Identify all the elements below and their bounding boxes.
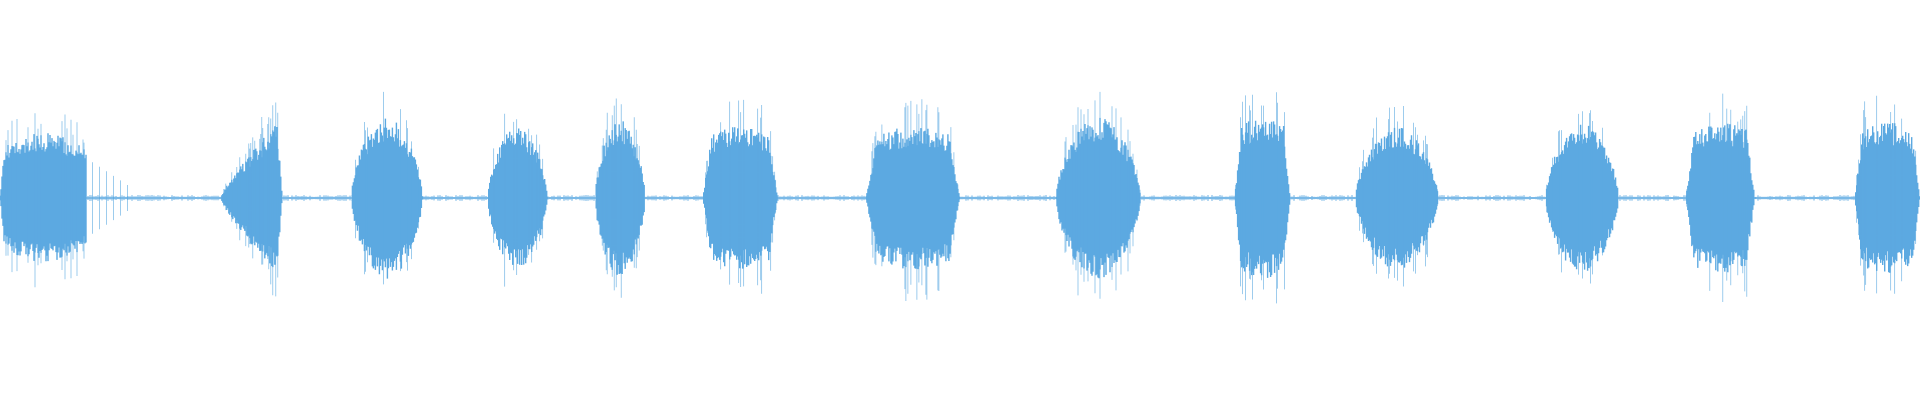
- waveform-segment-4-fringe: [493, 113, 544, 287]
- waveform-segment-3-fringe: [355, 91, 419, 285]
- waveform-segment-1-fringe: [5, 113, 128, 288]
- waveform-segment-8-fringe: [1064, 91, 1141, 299]
- waveform-segment-7-fringe: [871, 99, 959, 301]
- waveform-segment-13-fringe: [1856, 95, 1917, 294]
- waveform-segment-10-fringe: [1359, 106, 1438, 287]
- waveform-segment-9-fringe: [1235, 92, 1285, 304]
- waveform-segment-12-fringe: [1686, 93, 1748, 302]
- waveform-segment-11-fringe: [1546, 110, 1603, 284]
- waveform-segment-6-fringe: [705, 99, 777, 294]
- waveform-segment-6: [703, 127, 778, 269]
- waveform-segment-2-fringe: [223, 102, 279, 297]
- waveform-segment-12: [1686, 123, 1756, 273]
- waveform-segment-5-fringe: [596, 98, 640, 298]
- waveform-segments: [0, 91, 1920, 304]
